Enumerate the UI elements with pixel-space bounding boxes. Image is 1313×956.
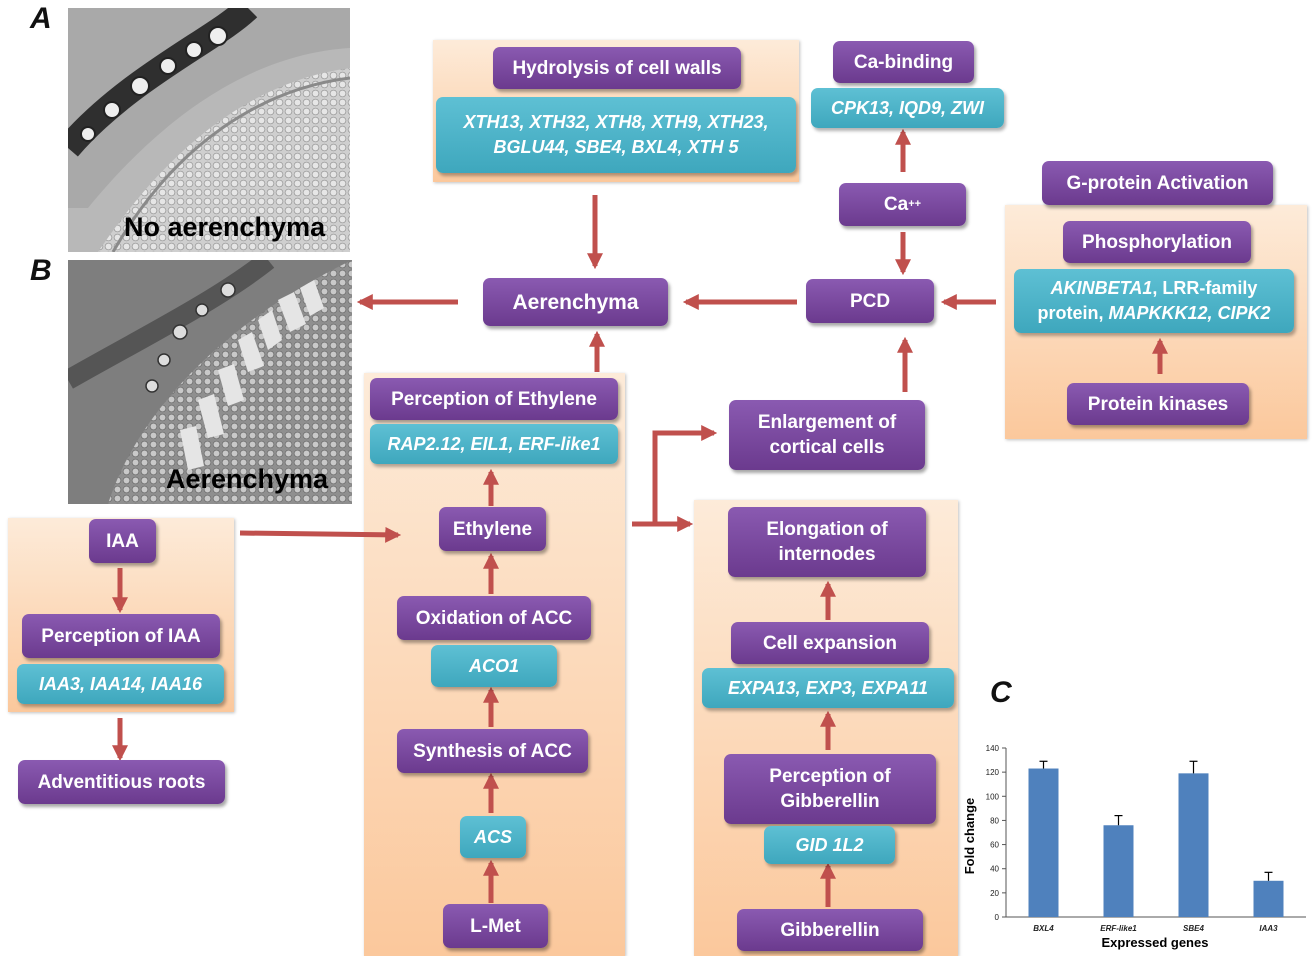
synthesis-acc-box: Synthesis of ACC [397, 729, 588, 773]
chart-category-label: IAA3 [1259, 924, 1278, 933]
hydrolysis-title-box: Hydrolysis of cell walls [493, 47, 741, 89]
perception-gibberellin-box: Perception of Gibberellin [724, 754, 936, 824]
adventitious-roots-box: Adventitious roots [18, 760, 225, 804]
ca-binding-genes-box: CPK13, IQD9, ZWI [811, 88, 1004, 128]
gibberellin-box: Gibberellin [737, 909, 923, 951]
oxidation-acc-box: Oxidation of ACC [397, 596, 591, 640]
elongation-line2: internodes [778, 542, 875, 567]
gene-mapkkk12-cipk2: MAPKKK12, CIPK2 [1108, 303, 1270, 323]
protein-kinases-box: Protein kinases [1067, 383, 1249, 425]
chart-y-tick-label: 0 [995, 913, 1000, 922]
hydrolysis-genes-line1: XTH13, XTH32, XTH8, XTH9, XTH23, [463, 110, 768, 135]
chart-y-tick-label: 20 [990, 889, 999, 898]
chart-y-tick-label: 40 [990, 865, 999, 874]
chart-bar [1104, 825, 1134, 917]
perception-ethylene-box: Perception of Ethylene [370, 378, 618, 420]
gid-box: GID 1L2 [764, 826, 895, 864]
enlargement-line1: Enlargement of [758, 410, 896, 435]
enlargement-box: Enlargement of cortical cells [729, 400, 925, 470]
chart-category-label: SBE4 [1183, 924, 1204, 933]
ethylene-genes-box: RAP2.12, EIL1, ERF-like1 [370, 424, 618, 464]
kinase-genes-box: AKINBETA1, LRR-family protein, MAPKKK12,… [1014, 269, 1294, 333]
gene-akinbeta1: AKINBETA1 [1051, 278, 1153, 298]
elongation-internodes-box: Elongation of internodes [728, 507, 926, 577]
chart-x-axis-label: Expressed genes [1102, 935, 1209, 950]
chart-bar [1029, 769, 1059, 917]
ca-ion-base: Ca [884, 192, 908, 217]
lmet-box: L-Met [443, 904, 548, 948]
iaa-box: IAA [89, 519, 156, 563]
perception-gib-line2: Gibberellin [780, 789, 879, 814]
aco1-box: ACO1 [431, 645, 557, 687]
gene-lrr-family: , LRR-family [1152, 278, 1257, 298]
arrow-ethylene-enlargement [632, 433, 714, 524]
chart-y-axis-label: Fold change [962, 798, 977, 875]
ca-binding-box: Ca-binding [833, 41, 974, 83]
phosphorylation-box: Phosphorylation [1063, 221, 1251, 263]
kinase-genes-line1: AKINBETA1, LRR-family [1051, 276, 1258, 301]
hydrolysis-genes-line2: BGLU44, SBE4, BXL4, XTH 5 [493, 135, 738, 160]
chart-y-tick-label: 140 [986, 744, 1000, 753]
chart-bar [1179, 773, 1209, 917]
hydrolysis-genes-box: XTH13, XTH32, XTH8, XTH9, XTH23, BGLU44,… [436, 97, 796, 173]
perception-gib-line1: Perception of [769, 764, 890, 789]
cell-expansion-box: Cell expansion [731, 622, 929, 664]
ca-ion-sup: ++ [908, 192, 921, 217]
pcd-node: PCD [806, 279, 934, 323]
acs-box: ACS [460, 816, 526, 858]
gene-protein-text: protein, [1037, 303, 1108, 323]
aerenchyma-node: Aerenchyma [483, 278, 668, 326]
fold-change-chart: 0 20 40 60 80 100 120 140 BXL4 ERF-like1 SBE4 IAA3… [956, 736, 1308, 954]
expa-genes-box: EXPA13, EXP3, EXPA11 [702, 668, 954, 708]
perception-iaa-box: Perception of IAA [22, 614, 220, 658]
elongation-line1: Elongation of [766, 517, 887, 542]
arrow-iaa-ethylene [240, 533, 398, 535]
chart-category-label: ERF-like1 [1100, 924, 1137, 933]
ethylene-box: Ethylene [439, 507, 546, 551]
chart-category-label: BXL4 [1033, 924, 1054, 933]
chart-y-tick-label: 60 [990, 841, 999, 850]
enlargement-line2: cortical cells [769, 435, 884, 460]
gprotein-activation-box: G-protein Activation [1042, 161, 1273, 205]
chart-y-tick-label: 120 [986, 768, 1000, 777]
ca-ion-box: Ca++ [839, 183, 966, 226]
chart-y-tick-label: 80 [990, 816, 999, 825]
chart-y-tick-label: 100 [986, 792, 1000, 801]
kinase-genes-line2: protein, MAPKKK12, CIPK2 [1037, 301, 1270, 326]
iaa-genes-box: IAA3, IAA14, IAA16 [17, 664, 224, 704]
chart-bar [1254, 881, 1284, 917]
